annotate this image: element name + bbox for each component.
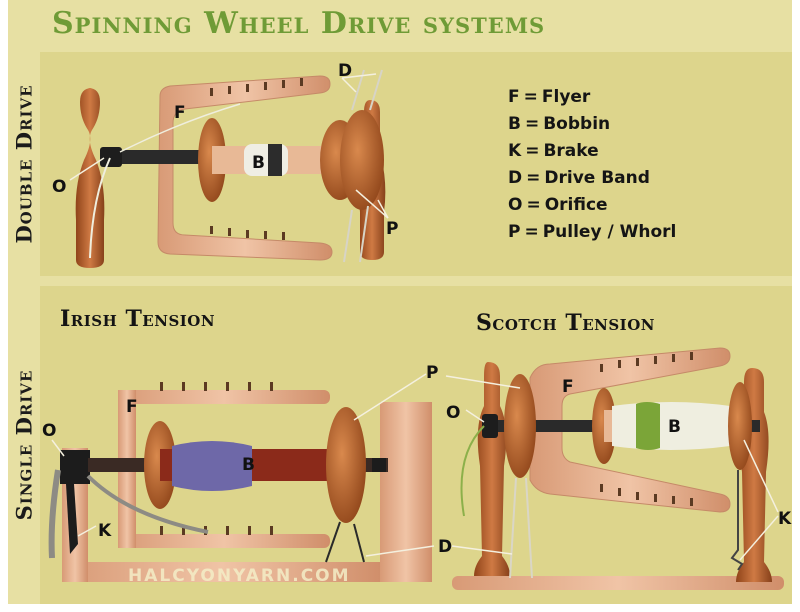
legend: F=Flyer B=Bobbin K=Brake D=Drive Band O=…: [508, 84, 676, 246]
irish-label-B: B: [242, 455, 255, 475]
scotch-label-K: K: [778, 509, 792, 529]
irish-leaders: [51, 373, 435, 557]
diagram-title: Spinning Wheel Drive systems: [52, 6, 546, 41]
title-bar: Spinning Wheel Drive systems: [8, 0, 792, 46]
scotch-label-O: O: [446, 403, 460, 423]
double-drive-side-label: Double Drive: [8, 52, 40, 276]
double-drive-leaders: [69, 73, 389, 219]
watermark: HALCYONYARN.COM: [128, 566, 351, 586]
irish-label-F: F: [126, 397, 138, 417]
double-label-D: D: [338, 61, 352, 81]
legend-item-brake: K=Brake: [508, 141, 599, 161]
irish-tension-heading: Irish Tension: [60, 306, 216, 332]
scotch-leaders: [445, 375, 779, 561]
double-label-F: F: [174, 103, 186, 123]
scotch-label-B: B: [668, 417, 681, 437]
double-label-B: B: [252, 153, 265, 173]
irish-label-D: D: [438, 537, 452, 557]
scotch-tension-wheel: [452, 347, 784, 590]
double-label-O: O: [52, 177, 66, 197]
legend-item-pulley: P=Pulley / Whorl: [508, 222, 677, 242]
double-label-P: P: [386, 219, 398, 239]
double-drive-wheel: [75, 69, 386, 268]
legend-item-flyer: F=Flyer: [508, 87, 591, 107]
irish-label-K: K: [98, 521, 112, 541]
scotch-label-F: F: [562, 377, 574, 397]
legend-item-drive-band: D=Drive Band: [508, 168, 650, 188]
legend-item-orifice: O=Orifice: [508, 195, 608, 215]
legend-item-bobbin: B=Bobbin: [508, 114, 611, 134]
scotch-tension-heading: Scotch Tension: [476, 310, 655, 336]
irish-label-P: P: [426, 363, 438, 383]
single-drive-side-label: Single Drive: [8, 286, 40, 604]
irish-tension-wheel: [48, 382, 432, 582]
irish-label-O: O: [42, 421, 56, 441]
